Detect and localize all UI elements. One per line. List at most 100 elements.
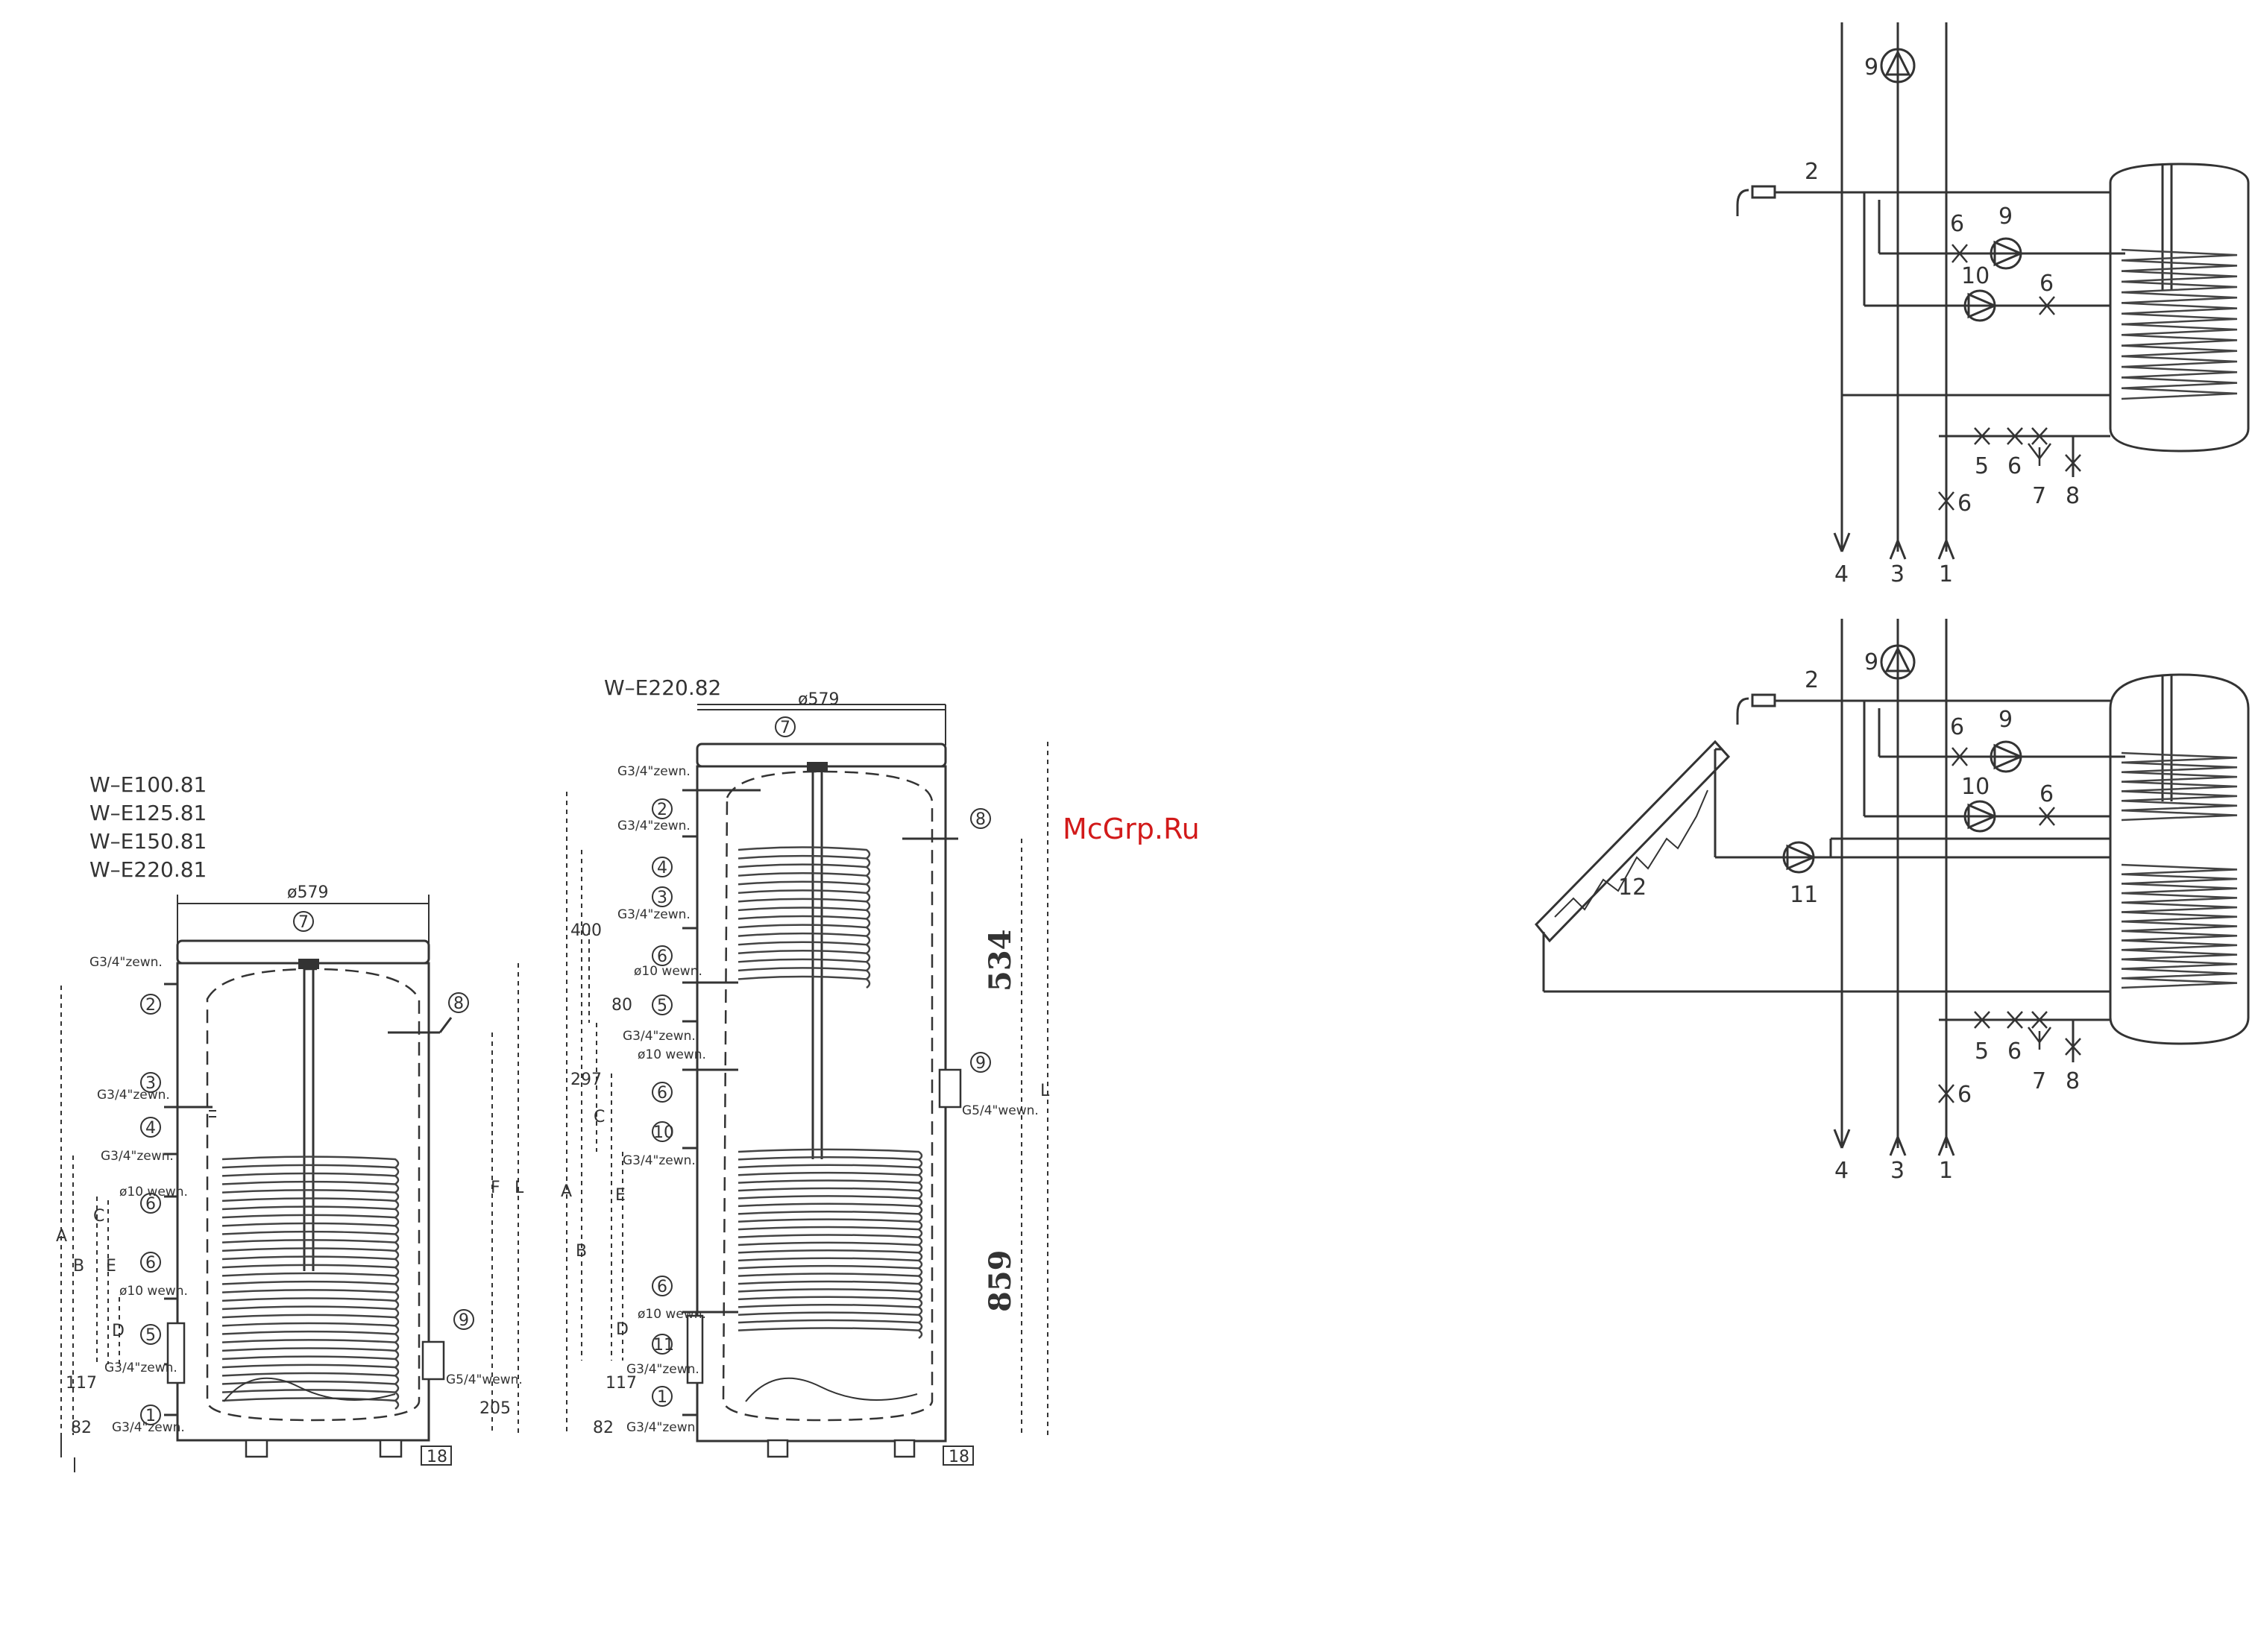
coil-turn	[221, 1372, 400, 1385]
coil-turn	[221, 1347, 400, 1361]
bottom-label-6b: 6	[2039, 781, 2054, 807]
right-marker-3: 3	[657, 889, 667, 907]
model-label-3: W–E150.81	[89, 829, 207, 854]
coil-turn	[2121, 302, 2238, 315]
coil-turn	[221, 1355, 400, 1369]
coil-turn	[2121, 270, 2238, 283]
left-marker-1: 1	[145, 1407, 156, 1425]
coil-turn	[737, 1303, 923, 1316]
coil-turn	[221, 1289, 400, 1302]
coil-turn	[737, 871, 871, 886]
top-label-9a: 9	[1864, 54, 1878, 81]
bottom-label-6c: 6	[2007, 1038, 2022, 1065]
left-thread-top: G3/4"zewn.	[89, 955, 163, 970]
right-dim-80: 80	[611, 996, 632, 1015]
left-marker-3: 3	[145, 1074, 156, 1093]
top-label-6c: 6	[2007, 453, 2022, 479]
coil-turn	[221, 1280, 400, 1293]
coil-turn	[221, 1264, 400, 1277]
left-dim-82: 82	[71, 1419, 92, 1437]
top-label-1: 1	[1939, 561, 1953, 587]
bottom-label-6d: 6	[1957, 1082, 1972, 1108]
left-marker-6a: 6	[145, 1195, 156, 1214]
coil-turn	[221, 1189, 400, 1202]
coil-turn	[737, 907, 871, 920]
right-marker-1: 1	[657, 1388, 667, 1407]
bottom-label-10: 10	[1961, 774, 1990, 800]
right-marker-9: 9	[975, 1054, 986, 1073]
coil-turn	[737, 1179, 923, 1192]
right-marker-5: 5	[657, 997, 667, 1015]
bottom-label-4: 4	[1834, 1158, 1849, 1184]
left-thread-9: G5/4"wewn.	[446, 1372, 523, 1387]
coil-turn	[221, 1239, 400, 1252]
coil-turn	[737, 1164, 923, 1176]
right-marker-7: 7	[780, 719, 790, 737]
right-dim-18: 18	[949, 1448, 969, 1466]
right-thread-3: G3/4"zewn.	[617, 907, 691, 922]
coil-turn	[737, 1148, 923, 1161]
coil-turn	[221, 1205, 400, 1219]
coil-turn	[737, 1296, 923, 1308]
coil-turn	[737, 958, 871, 971]
left-thread-4: G3/4"zewn.	[101, 1149, 174, 1164]
coil-turn	[737, 1218, 923, 1231]
left-sleeve-6a: ø10 wewn.	[119, 1185, 188, 1199]
model-label-2: W–E125.81	[89, 801, 207, 825]
left-markers: 1 2 3 4 5 6 6 7 8 9	[140, 911, 474, 1425]
right-tank-lower-coil	[737, 1148, 923, 1340]
coil-turn	[737, 915, 871, 929]
left-dim-E: E	[106, 1257, 116, 1276]
schematic-top: 9 2 6 9 10 6 5 6 7 8 6 4 3 1	[1736, 22, 2250, 587]
coil-turn	[221, 1297, 400, 1311]
coil-turn	[2121, 977, 2238, 989]
coil-turn	[2121, 387, 2238, 400]
bottom-label-6a: 6	[1950, 714, 1964, 740]
coil-turn	[221, 1172, 400, 1185]
coil-turn	[221, 1322, 400, 1335]
bottom-label-8: 8	[2066, 1068, 2080, 1094]
left-sleeve-6b: ø10 wewn.	[119, 1284, 188, 1299]
top-label-5: 5	[1975, 453, 1989, 479]
coil-turn	[737, 967, 871, 980]
left-dim-C: C	[93, 1207, 104, 1226]
right-dim-400: 400	[570, 921, 602, 940]
coil-turn	[2121, 365, 2238, 379]
bottom-label-7: 7	[2032, 1068, 2046, 1094]
schematic-bottom: 9 2 6 9 10 6 11 12 5 6 7 8 6 4 3 1	[1534, 619, 2250, 1184]
bottom-tank-upper-coil	[2121, 751, 2238, 822]
coil-turn	[2121, 930, 2238, 942]
coil-turn	[737, 898, 871, 911]
right-dim-859: 859	[983, 1250, 1018, 1313]
coil-turn	[2121, 809, 2238, 822]
coil-turn	[221, 1397, 400, 1410]
coil-turn	[2121, 259, 2238, 272]
left-marker-6b: 6	[145, 1254, 156, 1273]
coil-turn	[221, 1156, 400, 1169]
coil-turn	[737, 1241, 923, 1254]
coil-turn	[221, 1314, 400, 1327]
coil-turn	[221, 1339, 400, 1352]
right-marker-8: 8	[975, 810, 986, 829]
left-tank-drawing: W–E100.81 W–E125.81 W–E150.81 W–E220.81 …	[56, 772, 524, 1472]
coil-turn	[2121, 883, 2238, 895]
coil-turn	[737, 1249, 923, 1261]
left-dim-L: L	[515, 1179, 524, 1197]
right-marker-4: 4	[657, 859, 667, 877]
top-label-7: 7	[2032, 483, 2046, 509]
coil-turn	[737, 1171, 923, 1184]
left-dim-B: B	[73, 1257, 84, 1276]
right-thread-10: G3/4"zewn.	[623, 1153, 696, 1168]
coil-turn	[2121, 334, 2238, 347]
right-tank-drawing: W–E220.82 ø579	[561, 675, 1050, 1466]
left-dim-205: 205	[479, 1399, 511, 1418]
coil-turn	[221, 1389, 400, 1402]
coil-turn	[737, 941, 871, 954]
coil-turn	[2121, 323, 2238, 336]
model-label-e220-82: W–E220.82	[604, 675, 721, 700]
right-dim-297: 297	[570, 1071, 602, 1089]
right-thread-11: G3/4"zewn.	[626, 1362, 699, 1377]
coil-turn	[737, 1226, 923, 1238]
right-dim-D: D	[616, 1320, 629, 1339]
